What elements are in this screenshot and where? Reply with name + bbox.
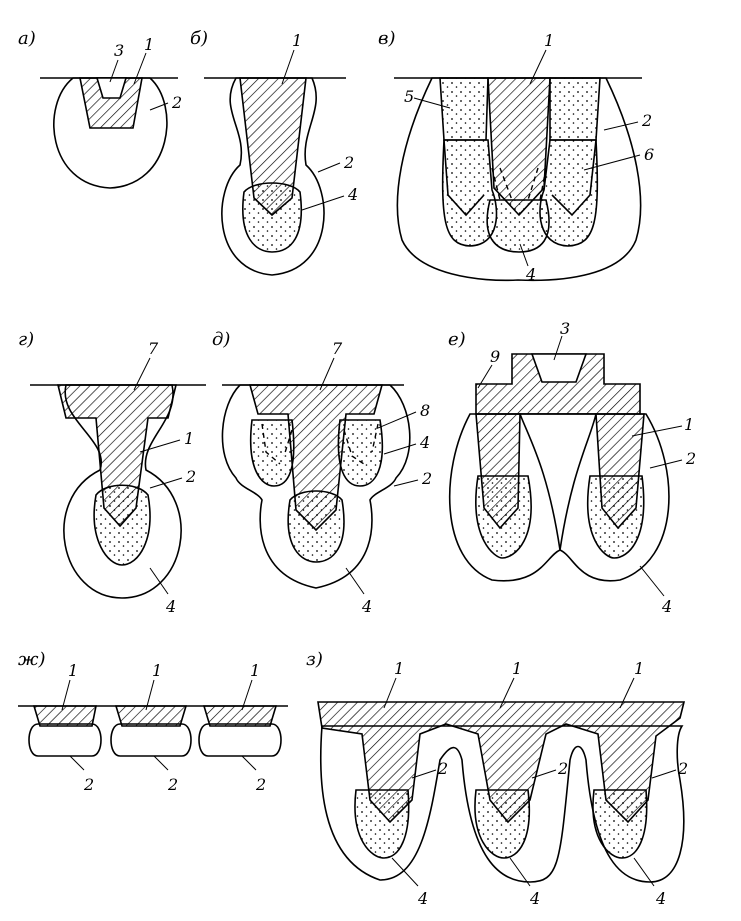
panel-label-zh: ж)	[18, 649, 45, 670]
panel-label-a: а)	[18, 28, 36, 49]
label-1: 1	[144, 35, 154, 54]
panel-label-e: е)	[448, 329, 466, 350]
label-5: 5	[404, 87, 414, 106]
label-2: 2	[343, 153, 354, 172]
label-1: 1	[292, 31, 302, 50]
label-2: 2	[437, 759, 448, 778]
label-2: 2	[167, 775, 178, 794]
panel-label-z: з)	[306, 649, 323, 670]
label-4: 4	[529, 889, 540, 908]
panel-zh	[18, 679, 288, 771]
panel-label-v: в)	[378, 28, 396, 49]
label-2: 2	[641, 111, 652, 130]
panel-v	[394, 49, 642, 282]
label-1: 1	[684, 415, 694, 434]
label-7: 7	[332, 339, 343, 358]
label-1: 1	[152, 661, 162, 680]
label-2: 2	[685, 449, 696, 468]
label-6: 6	[644, 145, 654, 164]
label-4: 4	[165, 597, 176, 616]
label-1: 1	[184, 429, 194, 448]
label-8: 8	[420, 401, 430, 420]
label-4: 4	[361, 597, 372, 616]
label-4: 4	[347, 185, 358, 204]
panel-label-d: д)	[212, 329, 230, 350]
label-3: 3	[114, 41, 124, 60]
label-4: 4	[655, 889, 666, 908]
panel-a	[40, 52, 178, 189]
label-4: 4	[525, 265, 536, 284]
label-4: 4	[419, 433, 430, 452]
label-1: 1	[68, 661, 78, 680]
label-2: 2	[171, 93, 182, 112]
label-2: 2	[255, 775, 266, 794]
panel-label-b: б)	[190, 28, 208, 49]
label-2: 2	[557, 759, 568, 778]
label-1: 1	[544, 31, 554, 50]
panel-e	[449, 335, 683, 597]
label-2: 2	[677, 759, 688, 778]
label-4: 4	[661, 597, 672, 616]
label-7: 7	[148, 339, 159, 358]
label-1: 1	[394, 659, 404, 678]
label-9: 9	[490, 347, 500, 366]
label-1: 1	[634, 659, 644, 678]
panel-g	[30, 357, 206, 599]
label-1: 1	[250, 661, 260, 680]
label-2: 2	[421, 469, 432, 488]
panel-b	[204, 49, 346, 276]
panel-label-g: г)	[18, 329, 34, 350]
label-2: 2	[83, 775, 94, 794]
panel-z	[317, 677, 686, 887]
label-3: 3	[560, 319, 570, 338]
label-4: 4	[417, 889, 428, 908]
label-2: 2	[185, 467, 196, 486]
panel-d	[221, 357, 419, 595]
label-1: 1	[512, 659, 522, 678]
